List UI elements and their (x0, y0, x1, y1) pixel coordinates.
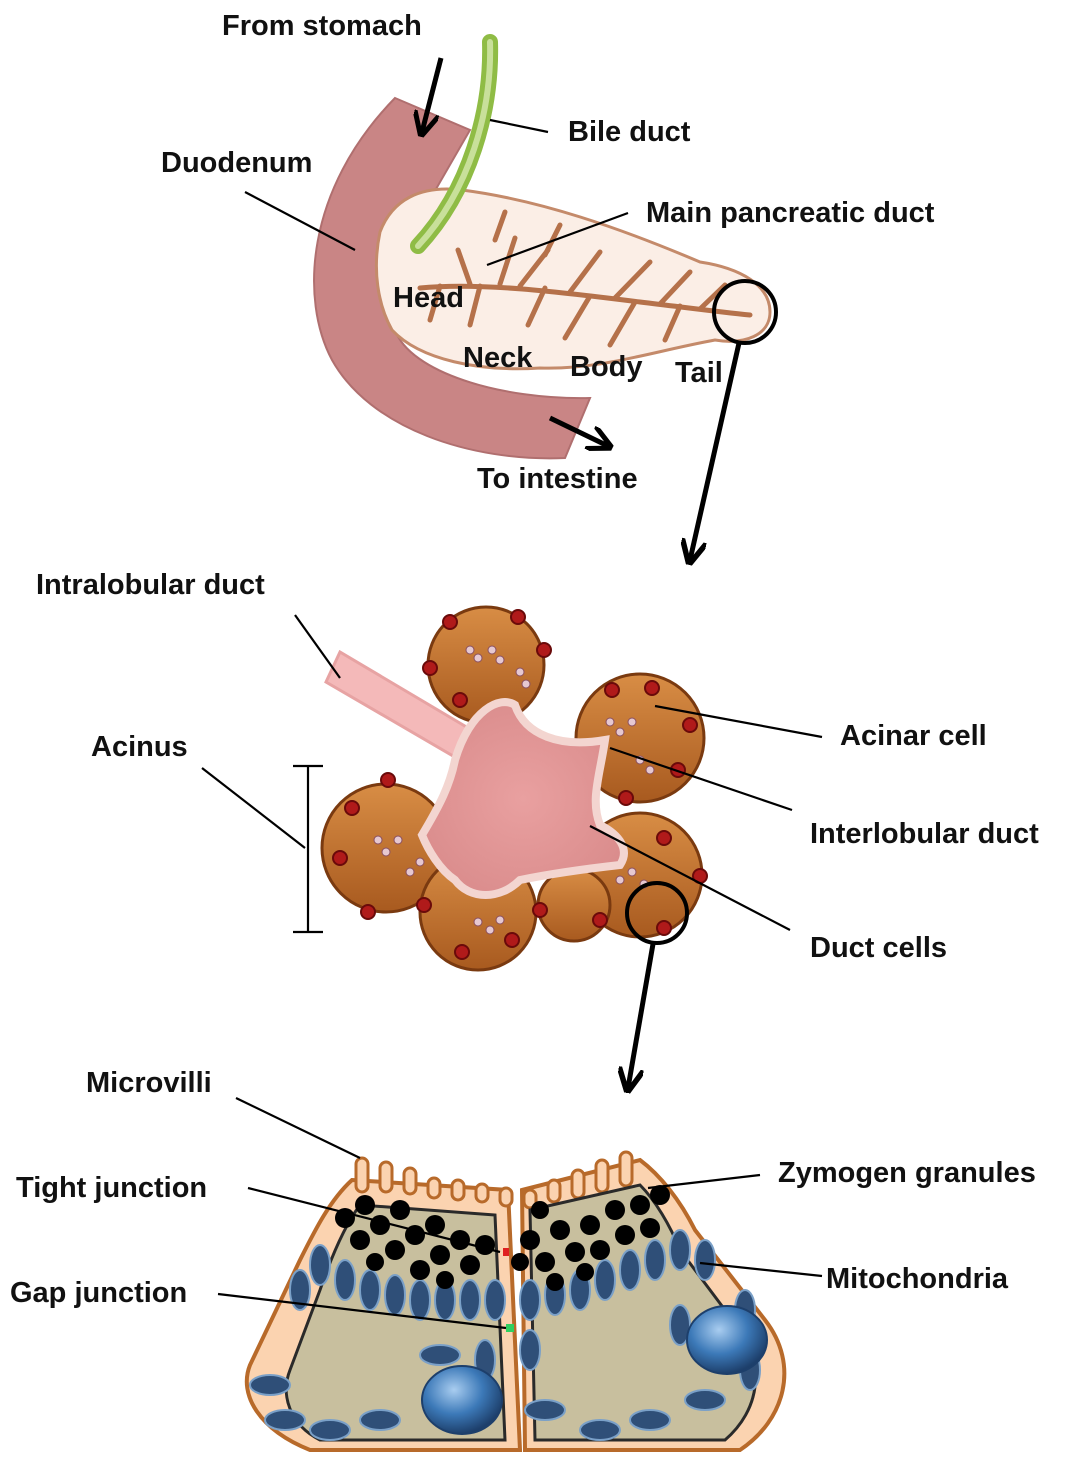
label-acinus: Acinus (91, 731, 188, 763)
label-head: Head (393, 282, 464, 314)
gross-anatomy-panel: From stomach Bile duct Duodenum Main pan… (161, 10, 935, 560)
gap-junction-marker (506, 1324, 514, 1332)
label-bile-duct: Bile duct (568, 116, 691, 148)
label-gap-junction: Gap junction (10, 1277, 187, 1309)
zoom-arrow-2 (628, 944, 653, 1088)
label-zymogen-granules: Zymogen granules (778, 1157, 1036, 1189)
label-body: Body (570, 351, 643, 383)
intralobular-leader (295, 615, 340, 678)
bile-duct-leader (490, 120, 548, 132)
acinar-cell-panel: Microvilli Tight junction Gap junction Z… (10, 1067, 1036, 1450)
label-intralobular-duct: Intralobular duct (36, 569, 265, 601)
label-mitochondria: Mitochondria (826, 1263, 1009, 1295)
acinus-bracket (293, 766, 323, 932)
label-microvilli: Microvilli (86, 1067, 212, 1099)
label-to-intestine: To intestine (477, 463, 638, 495)
label-duct-cells: Duct cells (810, 932, 947, 964)
microvilli-leader (236, 1098, 360, 1158)
acinus-panel: Intralobular duct Acinus Acinar cell Int… (36, 569, 1039, 1088)
tight-junction-marker (503, 1248, 509, 1256)
acinus-leader (202, 768, 305, 848)
left-nucleus (422, 1366, 502, 1434)
label-from-stomach: From stomach (222, 10, 422, 42)
label-tight-junction: Tight junction (16, 1172, 207, 1204)
label-main-pancreatic-duct: Main pancreatic duct (646, 197, 935, 229)
right-nucleus (687, 1306, 767, 1374)
label-acinar-cell: Acinar cell (840, 720, 987, 752)
label-interlobular-duct: Interlobular duct (810, 818, 1039, 850)
label-neck: Neck (463, 342, 533, 374)
label-tail: Tail (675, 357, 723, 389)
label-duodenum: Duodenum (161, 147, 312, 179)
